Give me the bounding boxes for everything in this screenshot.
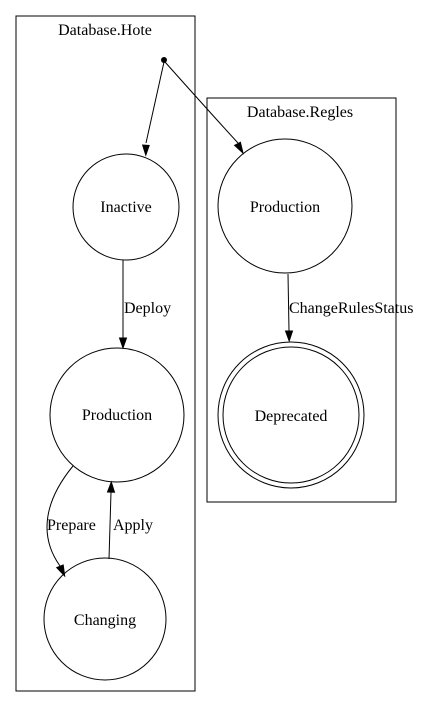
edge-change-rules-status-label: ChangeRulesStatus — [289, 300, 413, 317]
node-hote-inactive-circle — [72, 153, 180, 261]
edge-initial-regles-arrow — [233, 141, 244, 155]
initial-state-dot — [161, 57, 167, 63]
edge-change-rules-status-line — [287, 273, 290, 332]
edge-apply-label: Apply — [113, 517, 153, 534]
cluster-hote-border — [15, 15, 196, 692]
edge-deploy-label: Deploy — [124, 300, 171, 317]
edge-prepare-line — [46, 465, 74, 567]
cluster-database-hote: Database.Hote — [15, 15, 196, 692]
edge-prepare-label: Prepare — [47, 517, 96, 534]
edge-initial-to-inactive — [141, 61, 165, 157]
edge-initial-inactive-line — [145, 61, 165, 144]
edge-change-rules-status: ChangeRulesStatus — [284, 273, 413, 343]
node-regles-production-label: Production — [250, 199, 320, 216]
edge-initial-inactive-arrow — [141, 144, 150, 157]
cluster-regles-border — [206, 97, 397, 503]
node-regles-deprecated: Deprecated — [217, 341, 365, 489]
edge-apply-line — [108, 491, 112, 560]
node-regles-production-circle — [217, 138, 353, 274]
node-hote-changing-circle — [43, 557, 167, 681]
edge-apply: Apply — [106, 480, 153, 560]
edge-deploy: Deploy — [118, 260, 171, 350]
edge-initial-to-regles-production — [164, 61, 244, 155]
edge-change-rules-status-arrow — [284, 330, 294, 343]
node-regles-production: Production — [217, 138, 353, 274]
edge-deploy-arrow — [118, 337, 128, 350]
cluster-database-regles: Database.Regles — [206, 97, 397, 503]
node-hote-production: Production — [49, 347, 185, 483]
node-regles-deprecated-inner-circle — [222, 346, 360, 484]
edge-initial-regles-line — [164, 61, 239, 144]
node-hote-inactive-label: Inactive — [100, 199, 152, 216]
node-hote-changing: Changing — [43, 557, 167, 681]
cluster-regles-title: Database.Regles — [247, 104, 353, 121]
node-hote-inactive: Inactive — [72, 153, 180, 261]
node-regles-deprecated-label: Deprecated — [255, 408, 328, 425]
edge-apply-arrow — [106, 480, 116, 493]
node-hote-production-circle — [49, 347, 185, 483]
node-hote-production-label: Production — [82, 407, 152, 424]
edge-prepare-arrow — [55, 564, 66, 578]
node-regles-deprecated-outer-circle — [217, 341, 365, 489]
cluster-hote-title: Database.Hote — [58, 22, 152, 39]
node-hote-changing-label: Changing — [74, 612, 136, 629]
edge-prepare: Prepare — [46, 465, 96, 578]
